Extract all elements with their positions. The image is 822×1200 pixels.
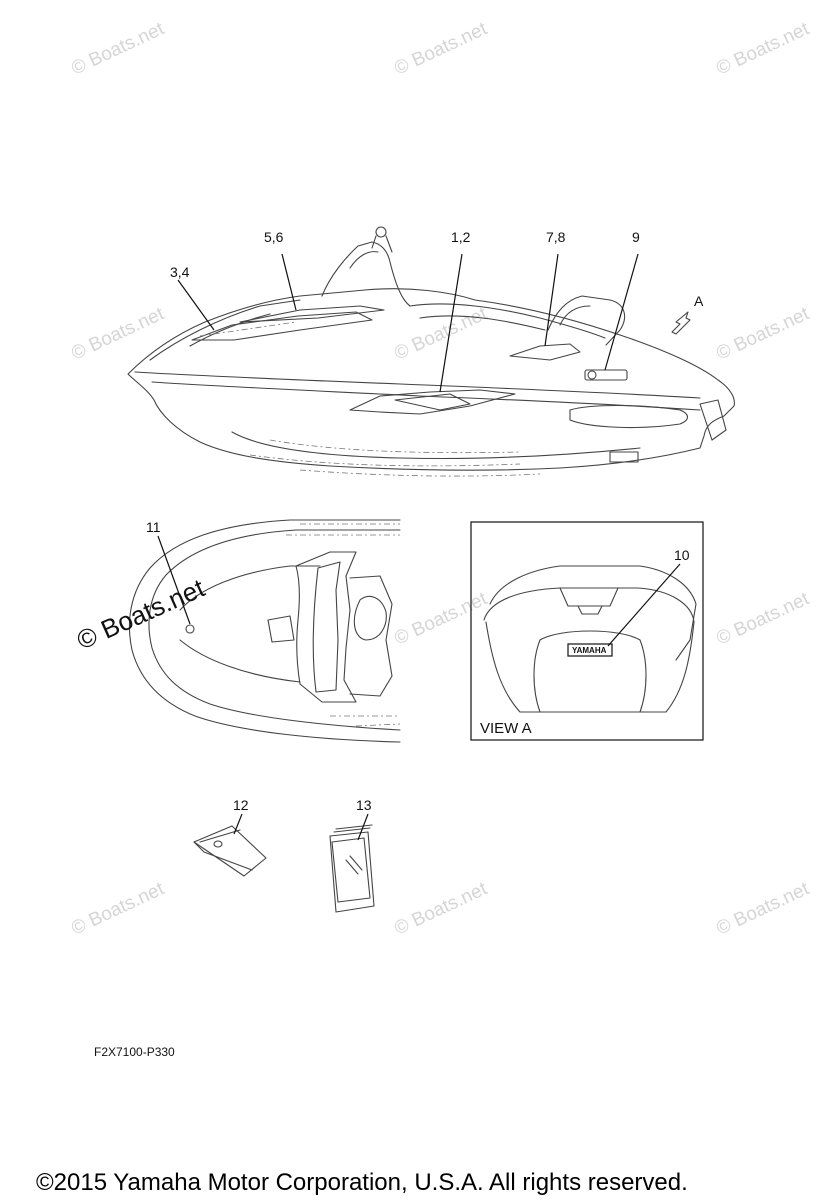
watermark: © Boats.net	[391, 18, 491, 79]
view-a-panel: YAMAHA 10 VIEW A	[470, 521, 704, 741]
view-arrow-label: A	[694, 293, 704, 309]
callout-10: 10	[674, 547, 690, 563]
watermark: © Boats.net	[391, 303, 491, 364]
watermark: © Boats.net	[391, 588, 491, 649]
badge-text: YAMAHA	[572, 646, 607, 655]
callout-9: 9	[632, 229, 640, 245]
callout-12: 12	[233, 797, 249, 813]
watermark: © Boats.net	[713, 303, 813, 364]
watermark: © Boats.net	[391, 878, 491, 939]
watermark: © Boats.net	[713, 18, 813, 79]
view-a-label: VIEW A	[480, 720, 532, 737]
watercraft-top-view: 11 © Boats.net	[72, 519, 401, 743]
drawing-code: F2X7100-P330	[94, 1045, 175, 1059]
callout-1-2: 1,2	[451, 229, 471, 245]
yamaha-badge	[567, 643, 613, 657]
callout-5-6: 5,6	[264, 229, 284, 245]
watermark: © Boats.net	[713, 878, 813, 939]
callout-3-4: 3,4	[170, 264, 190, 280]
callout-11: 11	[146, 519, 161, 535]
loose-parts: 12 13	[193, 797, 375, 913]
view-a-frame	[470, 521, 704, 741]
watermark: © Boats.net	[68, 878, 168, 939]
copyright-notice: ©2015 Yamaha Motor Corporation, U.S.A. A…	[36, 1169, 688, 1196]
callout-7-8: 7,8	[546, 229, 566, 245]
watermark-large: © Boats.net	[72, 572, 209, 655]
watermark: © Boats.net	[68, 18, 168, 79]
watermark: © Boats.net	[68, 303, 168, 364]
callout-13: 13	[356, 797, 372, 813]
watermark-layer: © Boats.net © Boats.net © Boats.net © Bo…	[68, 18, 813, 939]
watermark: © Boats.net	[713, 588, 813, 649]
watercraft-side-view: A 3,4 5,6 1,2 7,8 9	[127, 226, 735, 477]
